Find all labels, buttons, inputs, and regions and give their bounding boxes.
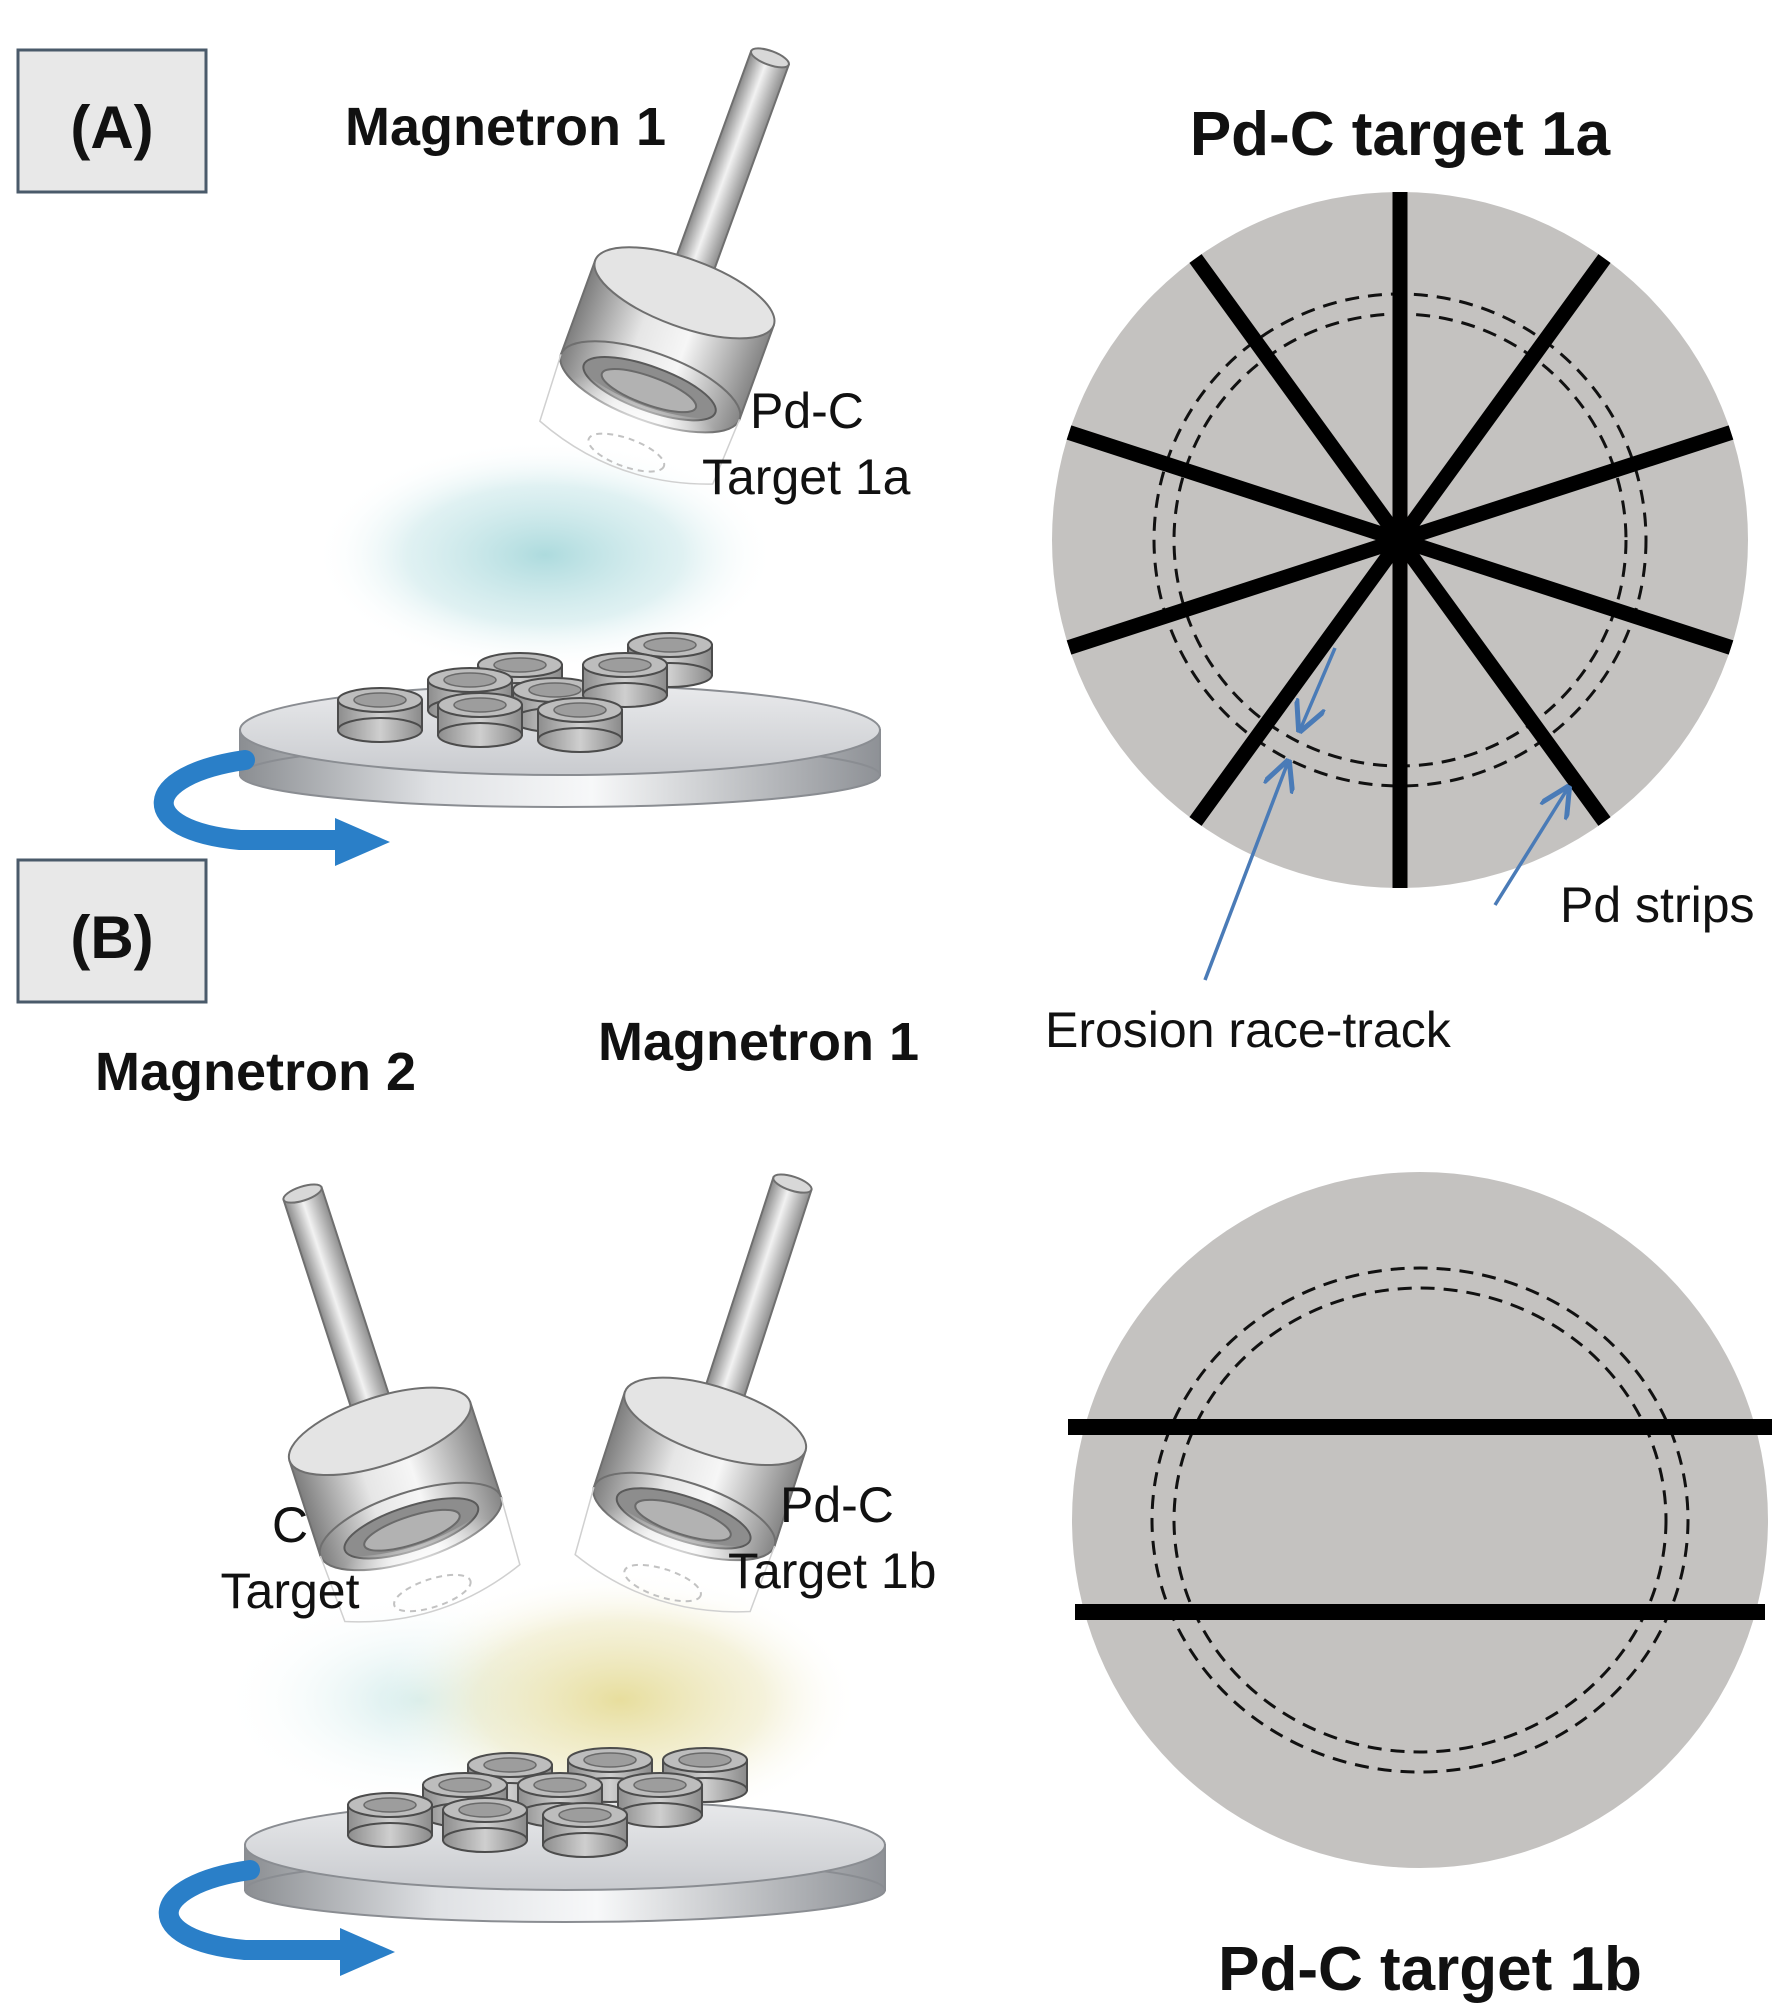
panel-b-tag-box xyxy=(16,858,208,1004)
panel-a-target-label-line1: Pd-C xyxy=(750,383,864,439)
pd-strip-pointer-arrow xyxy=(1493,788,1568,906)
target-1b-disc xyxy=(1072,1172,1768,1868)
racetrack-pointer-arrow xyxy=(1203,762,1288,981)
sample-icon xyxy=(337,687,423,743)
target-1a-pd-strip xyxy=(1066,532,1403,655)
sample-icon xyxy=(442,1797,528,1853)
erosion-racetrack-label: Erosion race-track xyxy=(1045,1002,1452,1058)
target-1b-racetrack-inner xyxy=(1172,1286,1668,1754)
target-1a-pd-strip xyxy=(1397,532,1734,655)
target-1a-pd-strip xyxy=(1393,535,1611,826)
target-1b-diagram: Pd-C target 1b xyxy=(1068,1172,1772,2004)
sample-icon xyxy=(537,697,623,753)
rotation-arrow-icon xyxy=(158,1860,395,1976)
c-target-label-line2: Target xyxy=(221,1563,360,1619)
pdc-target-label-line1: Pd-C xyxy=(780,1477,894,1533)
target-1b-title: Pd-C target 1b xyxy=(1218,1935,1642,2004)
target-1a-center xyxy=(1389,529,1411,551)
panel-a-tag: (A) xyxy=(70,94,153,161)
panel-a: (A) Magnetron 1 Pd-C Target 1a xyxy=(16,17,911,866)
panel-b-magnetron-2-label: Magnetron 2 xyxy=(95,1042,416,1102)
target-1a-pd-strip xyxy=(1397,425,1734,548)
target-1a-title: Pd-C target 1a xyxy=(1190,100,1611,169)
target-1b-racetrack-outer xyxy=(1150,1266,1690,1774)
panel-a-magnetron-1-label: Magnetron 1 xyxy=(345,97,666,157)
sample-icon xyxy=(437,692,523,748)
target-1a-pd-strip xyxy=(1189,254,1407,545)
pd-strips-label: Pd strips xyxy=(1560,877,1755,933)
panel-a-tag-box xyxy=(16,48,208,194)
target-1a-diagram: Pd-C target 1a Pd strips Erosion race-tr… xyxy=(1045,100,1755,1058)
panel-a-target-label-line2: Target 1a xyxy=(702,449,911,505)
plasma-cloud-a xyxy=(315,440,775,670)
panel-b-tag: (B) xyxy=(70,904,153,971)
racetrack-pointer-arrow xyxy=(1300,647,1337,730)
target-1a-pd-strips xyxy=(1066,192,1734,888)
target-1a-pd-strip xyxy=(1393,254,1611,545)
c-target-label-line1: C xyxy=(272,1497,308,1553)
sample-icon xyxy=(617,1772,703,1828)
target-1a-pd-strip xyxy=(1189,535,1407,826)
pdc-target-label-line2: Target 1b xyxy=(728,1543,936,1599)
panel-b: (B) Magnetron 2 Magnetron 1 C Target Pd-… xyxy=(16,858,936,1976)
panel-b-magnetron-1-label: Magnetron 1 xyxy=(598,1012,919,1072)
target-1a-pd-strip xyxy=(1066,425,1403,548)
sample-icon xyxy=(542,1802,628,1858)
rotation-arrow-icon xyxy=(153,750,390,866)
sample-icon xyxy=(347,1792,433,1848)
